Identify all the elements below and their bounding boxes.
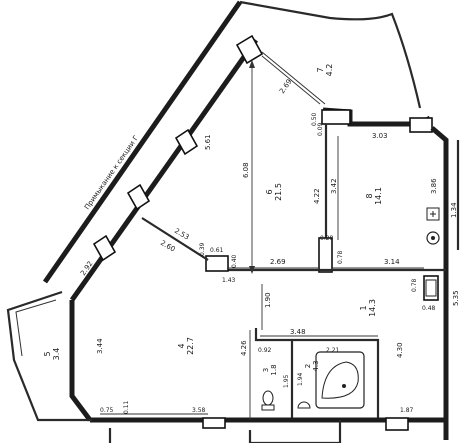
room-number: 8 (365, 193, 374, 198)
dimension-label: 1.95 (283, 374, 290, 388)
wall-column-top (321, 109, 351, 125)
room-5-label: 5 3.4 (43, 348, 61, 361)
room-number: 1 (359, 305, 368, 310)
room-number: 5 (43, 351, 52, 356)
dimension-label: 0.78 (411, 278, 418, 292)
room-7-label: 7 4.2 (316, 64, 334, 77)
column-center (318, 237, 333, 273)
sink-icon (297, 401, 311, 409)
room-8-label: 8 14.1 (365, 187, 383, 205)
dimension-label: 2.21 (326, 347, 340, 354)
room-4-label: 4 22.7 (177, 337, 195, 355)
exterior-wall-right (430, 126, 449, 440)
wall-room-4-left (69, 300, 92, 422)
wall-block-mid (174, 128, 199, 156)
balcony-7-rail (239, 0, 422, 109)
room-number: 4 (177, 343, 186, 348)
exterior-wall-outer (42, 0, 243, 284)
wall-column-bottom-right (385, 417, 409, 431)
room-number: 3 (262, 368, 270, 372)
room-1-label: 1 14.3 (359, 299, 377, 317)
dimension-label: 4.22 (313, 188, 321, 204)
room-number: 6 (265, 189, 274, 194)
dimension-label: 0.39 (199, 242, 206, 256)
dimension-label: 3.58 (192, 407, 206, 414)
dimension-label: 6.08 (242, 162, 250, 178)
toilet-tank (261, 404, 275, 411)
room-area: 1.8 (270, 364, 278, 375)
bathtub-basin (321, 361, 359, 399)
fixtures (261, 207, 440, 411)
balcony-5-rail (6, 290, 92, 422)
dimension-label: 2.60 (159, 239, 177, 254)
dimension-label: 5.61 (204, 134, 212, 150)
room-number: 7 (316, 67, 325, 72)
room-area: 21.5 (274, 183, 283, 201)
bathroom-wall-top (254, 328, 380, 420)
dimension-label: 3.86 (430, 178, 438, 194)
room-area: 4.2 (325, 64, 334, 77)
dimension-label: 0.50 (311, 112, 318, 126)
wall-bottom-stub-mid (248, 430, 340, 443)
dimension-label: 3.42 (330, 178, 338, 194)
room-2-label: 2 4.3 (304, 360, 320, 371)
bathtub-drain-icon (342, 384, 346, 388)
dimension-label: 1.90 (264, 292, 272, 308)
dimension-label: 0.09 (317, 122, 324, 136)
room-number: 2 (304, 364, 312, 368)
dimension-label: 0.78 (337, 250, 344, 264)
dimension-label: 1.43 (222, 277, 236, 284)
dim-line-2-69-top (261, 55, 321, 105)
dimension-label: 0.40 (231, 254, 238, 268)
toilet-icon (262, 390, 274, 406)
dimension-labels: 2.69 0.50 0.09 3.03 5.61 6.08 4.22 3.42 … (79, 78, 460, 414)
wall-column-bottom (202, 417, 226, 429)
dimension-label: 0.61 (210, 247, 224, 254)
room-6-label: 6 21.5 (265, 183, 283, 201)
room-area: 22.7 (186, 337, 195, 355)
wall-block-bottom (92, 234, 117, 262)
dimension-label: 0.92 (258, 347, 272, 354)
dimension-label: 0.11 (123, 400, 130, 414)
walls (6, 0, 460, 443)
room-area: 14.3 (368, 299, 377, 317)
room-area: 14.1 (374, 187, 383, 205)
wall-column-mid (205, 255, 229, 272)
room-labels: 7 4.2 6 21.5 8 14.1 1 14.3 4 22.7 5 3.4 … (43, 64, 383, 376)
wall-column-top-right (409, 117, 433, 133)
arrow-up-icon (249, 60, 255, 68)
room-area: 3.4 (52, 348, 61, 361)
dimension-label: 3.03 (372, 132, 388, 140)
ventilation-cross (430, 211, 436, 217)
dimension-label: 3.48 (290, 328, 306, 336)
dimension-label: 0.48 (422, 305, 436, 312)
partition-diagonal (141, 217, 209, 261)
wall-block-low (126, 183, 151, 211)
dimension-label: 5.35 (452, 290, 460, 306)
dimension-label: 4.26 (240, 340, 248, 356)
balcony-7-wall (261, 51, 326, 105)
dimension-label: 3.44 (96, 338, 104, 354)
dimension-label: 1.34 (450, 202, 458, 218)
dimension-label: 4.30 (396, 342, 404, 358)
dimension-label: 3.14 (384, 258, 400, 266)
dimension-label: 1.87 (400, 407, 414, 414)
balcony-5-inner (15, 299, 57, 357)
wall-block-top (235, 34, 264, 65)
kitchen-sink-icon (425, 279, 437, 297)
bathtub (315, 351, 365, 409)
dimension-lines (100, 55, 424, 420)
dimension-label: 0.75 (100, 407, 114, 414)
stove-center (431, 236, 435, 240)
dimension-label: 2.69 (270, 258, 286, 266)
room-3-label: 3 1.8 (262, 364, 278, 375)
dimension-label: 0.28 (320, 235, 334, 242)
dimension-label: 1.94 (297, 372, 304, 386)
room-area: 4.3 (312, 360, 320, 371)
